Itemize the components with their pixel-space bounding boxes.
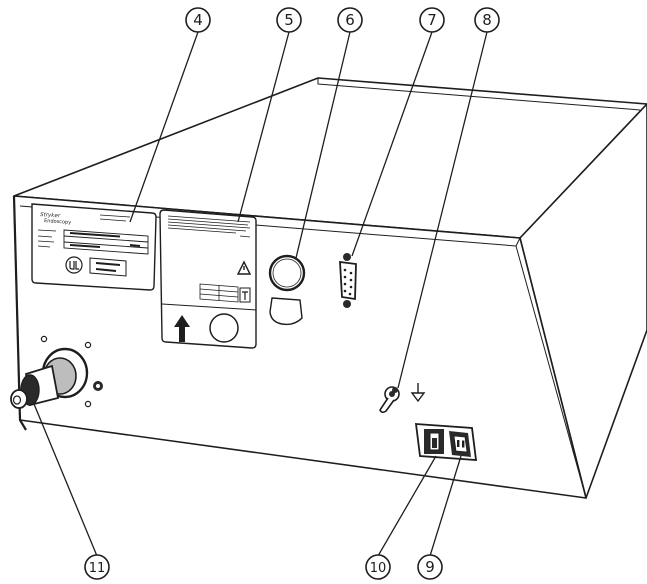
leader-lines xyxy=(33,31,488,557)
callout-6-label: 6 xyxy=(345,11,355,29)
callout-7-circle xyxy=(419,7,445,33)
callout-8-label: 8 xyxy=(482,11,492,29)
callout-7: 7 xyxy=(419,7,445,33)
label-rating-table xyxy=(63,229,149,255)
callout-9: 9 xyxy=(417,554,443,580)
callout-5-label: 5 xyxy=(284,11,294,29)
leader-line-5 xyxy=(237,31,290,223)
callout-10-label: 10 xyxy=(370,561,387,576)
callout-4: 4 xyxy=(185,7,211,33)
callout-4-label: 4 xyxy=(193,11,203,29)
label-brand-line2: Endoscopy xyxy=(44,218,72,226)
label-brand-line1: Stryker xyxy=(40,212,61,219)
callout-10: 10 xyxy=(365,554,391,580)
warning-triangle-icon xyxy=(236,260,252,275)
callout-11-label: 11 xyxy=(89,561,106,576)
leader-line-9 xyxy=(429,455,462,557)
leader-line-4 xyxy=(129,31,199,223)
leader-line-6 xyxy=(295,31,351,259)
housing-side-edge xyxy=(515,237,587,499)
front-connector xyxy=(10,335,103,409)
callout-8: 8 xyxy=(474,7,500,33)
dsub-serial-port xyxy=(339,253,357,308)
callout-5: 5 xyxy=(276,7,302,33)
leader-line-11 xyxy=(33,403,98,557)
power-switch xyxy=(424,429,444,454)
device-housing xyxy=(12,77,647,499)
leader-line-10 xyxy=(377,455,437,557)
callout-9-circle xyxy=(417,554,443,580)
callout-5-circle xyxy=(276,7,302,33)
callout-bubbles: 4 5 6 7 8 11 10 9 xyxy=(84,7,500,580)
callout-4-circle xyxy=(185,7,211,33)
callout-11: 11 xyxy=(84,554,110,580)
callout-10-circle xyxy=(365,554,391,580)
ul-certification-mark xyxy=(65,256,83,274)
ce-marking-box xyxy=(89,257,127,277)
housing-front-rim xyxy=(12,195,27,431)
callout-8-circle xyxy=(474,7,500,33)
callout-7-label: 7 xyxy=(427,11,437,29)
manufacturer-label-plate: Stryker Endoscopy xyxy=(31,203,157,291)
ground-symbol-icon xyxy=(410,383,426,403)
callout-11-circle xyxy=(84,554,110,580)
round-connector-port xyxy=(268,254,306,292)
fuse-cap-knob xyxy=(209,313,239,343)
leader-line-7 xyxy=(351,31,433,257)
callout-9-label: 9 xyxy=(425,558,435,576)
callout-6: 6 xyxy=(337,7,363,33)
housing-top-edge xyxy=(317,78,641,111)
callout-6-circle xyxy=(337,7,363,33)
power-inlet xyxy=(449,431,471,457)
up-arrow-icon xyxy=(174,315,190,342)
power-entry-module xyxy=(414,423,478,461)
leader-line-8 xyxy=(397,31,488,389)
warning-data-table xyxy=(199,283,239,303)
warning-label-panel xyxy=(159,209,257,349)
blank-cover-plate xyxy=(269,297,303,326)
ground-terminal xyxy=(379,386,400,414)
